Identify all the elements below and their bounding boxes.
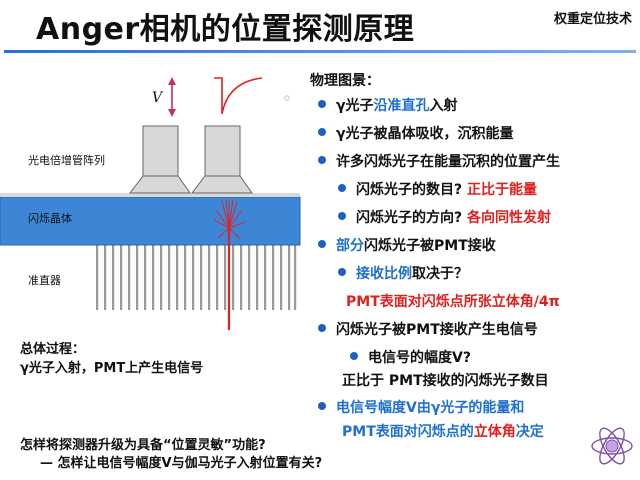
label-crystal: 闪烁晶体 xyxy=(28,212,72,225)
conclusion-text: PMT表面对闪烁点的立体角决定 xyxy=(342,424,544,440)
list-item: 闪烁光子的数目? 正比于能量 xyxy=(338,179,537,199)
bullet-icon xyxy=(318,324,326,332)
scintillation-crystal xyxy=(0,197,300,245)
page-title: Anger相机的位置探测原理 xyxy=(36,12,415,47)
bullet-icon xyxy=(318,128,326,136)
label-collimator: 准直器 xyxy=(28,274,61,287)
list-item: 闪烁光子被PMT接收产生电信号 xyxy=(318,319,538,339)
bullet-icon xyxy=(318,402,326,410)
pmt-left xyxy=(128,125,191,194)
bullet-icon xyxy=(338,184,346,192)
detector-illustration xyxy=(0,77,301,330)
summary-block: 总体过程： γ光子入射，PMT上产生电信号 xyxy=(20,340,203,378)
light-guide xyxy=(0,193,300,197)
pmt-right xyxy=(190,125,253,194)
bullet-icon xyxy=(318,240,326,248)
bullet-icon xyxy=(350,352,358,360)
question-line-2: — 怎样让电信号幅度V与伽马光子入射位置有关? xyxy=(40,456,323,471)
scintillation-rays xyxy=(213,199,246,240)
list-item: 接收比例取决于？ xyxy=(338,263,468,283)
bullet-icon xyxy=(338,268,346,276)
list-item: 部分闪烁光子被PMT接收 xyxy=(318,235,496,255)
summary-title: 总体过程： xyxy=(20,342,86,357)
bullet-icon xyxy=(318,100,326,108)
collimator-slats xyxy=(96,245,297,310)
question-block: 怎样将探测器升级为具备“位置灵敏”功能? — 怎样让电信号幅度V与伽马光子入射位… xyxy=(20,437,322,473)
list-item: 电信号的幅度V? xyxy=(350,347,471,367)
voltage-arrow xyxy=(168,77,176,117)
solid-angle-text: PMT表面对闪烁点所张立体角/4π xyxy=(346,294,560,310)
bullet-icon xyxy=(318,156,326,164)
question-line-1: 怎样将探测器升级为具备“位置灵敏”功能? xyxy=(20,438,266,453)
list-item: 许多闪烁光子在能量沉积的位置产生 xyxy=(318,151,560,171)
label-v: V xyxy=(152,90,163,106)
proportional-text: 正比于 PMT接收的闪烁光子数目 xyxy=(342,373,549,389)
signal-pulse xyxy=(214,77,263,115)
principle-heading: 物理图景： xyxy=(310,73,380,89)
summary-text: γ光子入射，PMT上产生电信号 xyxy=(20,361,204,376)
anger-camera-diagram: 光电倍增管阵列 闪烁晶体 准直器 V xyxy=(0,60,310,340)
list-item: γ光子被晶体吸收，沉积能量 xyxy=(318,123,514,143)
small-circle-icon xyxy=(284,95,290,101)
bullet-icon xyxy=(338,212,346,220)
label-pmt-array: 光电倍增管阵列 xyxy=(28,154,105,167)
list-item: γ光子沿准直孔入射 xyxy=(318,95,458,115)
title-underline xyxy=(4,50,636,53)
list-item: 闪烁光子的方向? 各向同性发射 xyxy=(338,207,551,227)
list-item: 电信号幅度V由γ光子的能量和 xyxy=(318,397,524,417)
topic-label: 权重定位技术 xyxy=(553,12,632,27)
atom-logo-icon xyxy=(588,422,636,474)
